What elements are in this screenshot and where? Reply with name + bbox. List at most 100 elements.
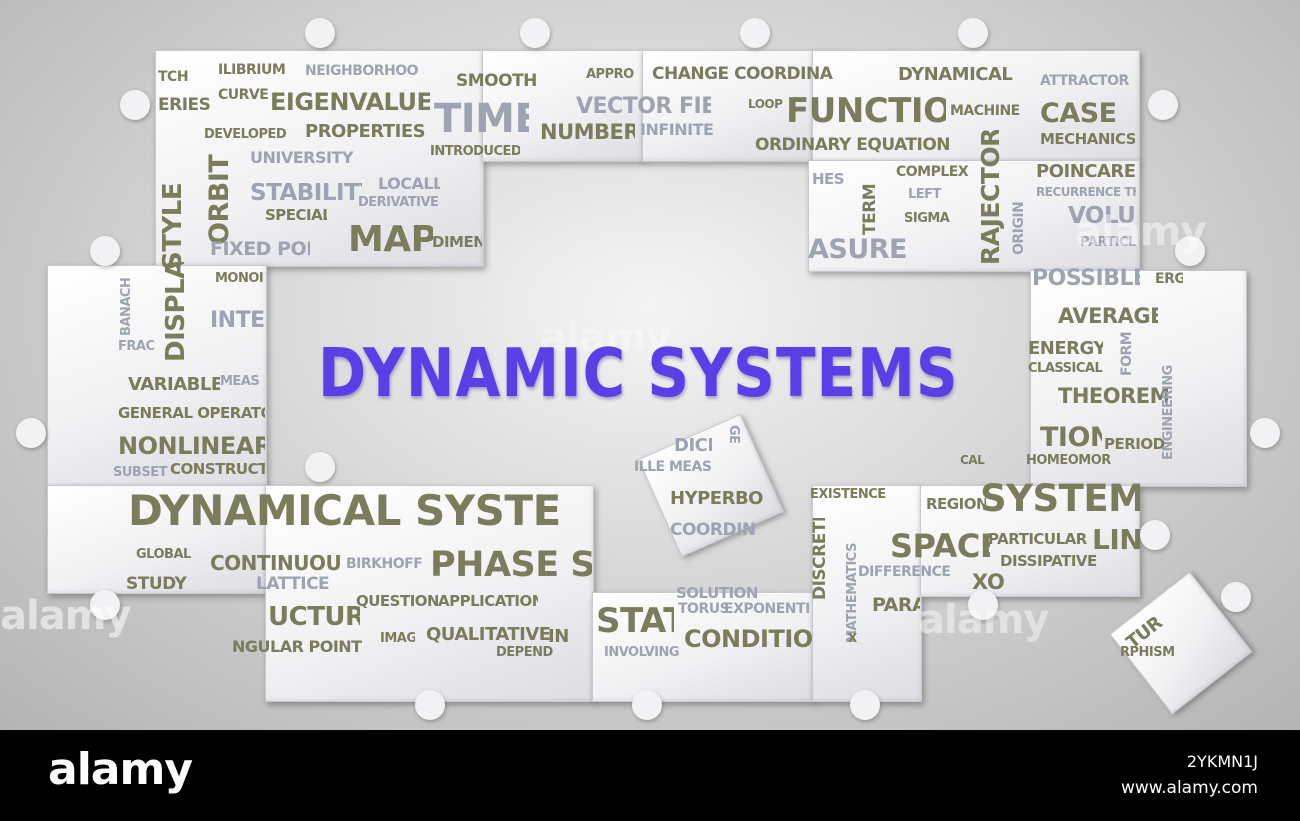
puzzle-tab xyxy=(520,18,550,48)
puzzle-tab xyxy=(1175,236,1205,266)
word: STYLE xyxy=(160,182,188,270)
word: NONLINEAR xyxy=(118,434,265,458)
word: CONTINUOUS xyxy=(210,553,340,573)
word: CURVE xyxy=(218,88,269,102)
word: CONDITION xyxy=(684,627,814,651)
puzzle-tab xyxy=(120,90,150,120)
word: FRAC xyxy=(118,340,155,353)
puzzle-tab xyxy=(958,18,988,48)
word: ORDINARY EQUATIONS xyxy=(755,137,950,154)
word: ORIGIN xyxy=(1012,201,1027,255)
word: INTE xyxy=(210,310,265,332)
word: SIGMA xyxy=(904,212,950,225)
watermark-faint-center: alamy xyxy=(540,315,671,361)
word: CLASSICAL xyxy=(1028,362,1103,375)
word: PERIOD xyxy=(1104,437,1165,452)
word: AVERAGE xyxy=(1058,306,1158,327)
word: PARTICULAR xyxy=(988,532,1087,547)
word: PROPERTIES xyxy=(305,123,425,141)
word: DICE xyxy=(674,437,712,455)
word: ENERGY xyxy=(1028,340,1103,358)
word: IN xyxy=(548,628,569,646)
word: STATE xyxy=(596,604,674,638)
word: SUBSET xyxy=(113,466,167,479)
word: SPACE xyxy=(890,530,990,562)
word: MEAS xyxy=(220,375,260,388)
word: MONOI xyxy=(215,272,264,285)
word: GE xyxy=(726,425,740,444)
word: TCH xyxy=(158,70,189,84)
word: TIME xyxy=(434,99,529,139)
word: DERIVATIVE xyxy=(358,196,438,209)
word: LOCALLY xyxy=(378,176,440,192)
puzzle-tab xyxy=(305,452,335,482)
word: SPECIAL xyxy=(265,208,327,223)
puzzle-piece xyxy=(920,485,1140,597)
word: STUDY xyxy=(126,576,187,593)
word: DYNAMICAL SYSTE xyxy=(128,490,561,532)
word: STABILITY xyxy=(250,182,362,205)
puzzle-tab xyxy=(968,590,998,620)
watermark-bar xyxy=(0,730,1300,821)
puzzle-tab xyxy=(740,18,770,48)
puzzle-tab xyxy=(1148,90,1178,120)
word: APPLICATION xyxy=(438,594,538,609)
puzzle-tab xyxy=(90,236,120,266)
word: QUALITATIVE xyxy=(426,626,551,644)
word: SYSTEM xyxy=(980,480,1140,517)
word: UNIVERSITY xyxy=(250,150,353,166)
puzzle-piece xyxy=(808,160,1140,272)
word: DEVELOPED xyxy=(204,128,286,141)
word: REGION xyxy=(926,497,986,512)
word: TION xyxy=(1040,424,1102,451)
word: PHASE SP xyxy=(430,548,592,583)
puzzle-tab xyxy=(16,418,46,448)
word: EIGENVALUE xyxy=(270,90,430,114)
puzzle-piece xyxy=(592,592,814,702)
puzzle-tab xyxy=(305,18,335,48)
word: CHANGE COORDINA xyxy=(652,66,833,83)
puzzle-tab xyxy=(850,690,880,720)
word: UCTURE xyxy=(268,604,360,630)
word: INTRODUCED xyxy=(430,145,520,158)
word: INVOLVING xyxy=(604,646,680,659)
headline: DYNAMIC SYSTEMS xyxy=(318,333,959,413)
word: DISPLAY xyxy=(163,262,191,362)
word: TERM xyxy=(862,183,880,235)
puzzle-piece xyxy=(642,50,814,162)
puzzle-tab xyxy=(415,690,445,720)
puzzle-tab xyxy=(1221,582,1251,612)
word: LEFT xyxy=(908,188,941,201)
word: ASURE xyxy=(808,236,908,263)
watermark-faint-bottom: alamy xyxy=(918,597,1049,643)
word: MAP xyxy=(348,222,433,258)
watermark-url: www.alamy.com xyxy=(1120,778,1258,798)
word: IMAGE xyxy=(380,632,415,645)
word: LATTICE xyxy=(256,576,330,593)
word: MACHINE xyxy=(950,104,1020,118)
word: VARIABLE xyxy=(128,376,220,394)
word: CONSTRUCT xyxy=(170,462,265,477)
word: DISCRETE xyxy=(812,518,830,600)
word: SMOOTH xyxy=(456,73,536,90)
word: RECURRENCE TH xyxy=(1036,186,1136,198)
word: TORUS xyxy=(678,602,728,616)
word: FIXED POI xyxy=(210,240,310,259)
word: NGULAR POINT xyxy=(232,639,362,655)
word: COMPLEX xyxy=(896,165,969,179)
word: DEPEND xyxy=(496,646,553,659)
word: HOMEOMORPHIC xyxy=(1026,454,1111,467)
puzzle-tab xyxy=(1140,520,1170,550)
word: HYPERBO xyxy=(670,490,763,508)
word: FORM xyxy=(1120,331,1135,376)
word: QUESTION xyxy=(356,594,438,609)
word: DISSIPATIVE xyxy=(1000,554,1097,569)
word: BANACH xyxy=(120,278,134,336)
word: POSSIBLE xyxy=(1032,268,1140,290)
watermark-faint-left: alamy xyxy=(0,593,131,639)
puzzle-piece xyxy=(1030,270,1247,487)
word: FUNCTION xyxy=(786,94,946,128)
word: PARTICL xyxy=(1080,236,1136,249)
word: ATTRACTOR xyxy=(1040,74,1129,88)
